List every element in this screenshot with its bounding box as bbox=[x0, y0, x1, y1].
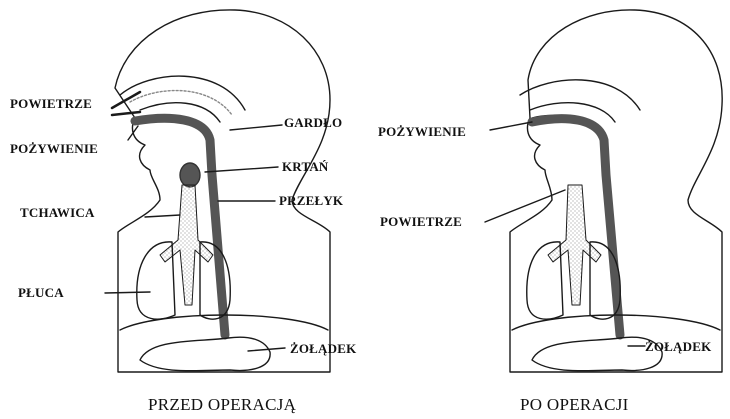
right-palate bbox=[520, 80, 640, 110]
label-left-powietrze: POWIETRZE bbox=[10, 96, 92, 112]
left-trachea bbox=[160, 185, 213, 305]
label-left-pozywienie: POŻYWIENIE bbox=[10, 141, 98, 157]
label-right-pozywienie: POŻYWIENIE bbox=[378, 124, 466, 140]
label-right-zoladek: ŻOŁĄDEK bbox=[645, 339, 711, 355]
right-figure-drawing bbox=[485, 10, 722, 372]
label-left-zoladek: ŻOŁĄDEK bbox=[290, 341, 356, 357]
right-trachea bbox=[548, 185, 601, 305]
left-larynx bbox=[180, 163, 200, 187]
left-figure-drawing bbox=[105, 10, 330, 372]
label-left-przelyk: PRZEŁYK bbox=[279, 193, 343, 209]
label-left-tchawica: TCHAWICA bbox=[20, 205, 95, 221]
right-stomach bbox=[532, 337, 662, 371]
label-left-gardlo: GARDŁO bbox=[284, 115, 342, 131]
left-stomach bbox=[140, 337, 270, 371]
label-left-krtan: KRTAŃ bbox=[282, 159, 329, 175]
label-left-pluca: PŁUCA bbox=[18, 285, 64, 301]
caption-before-surgery: PRZED OPERACJĄ bbox=[148, 395, 296, 415]
caption-after-surgery: PO OPERACJI bbox=[520, 395, 629, 415]
label-right-powietrze: POWIETRZE bbox=[380, 214, 462, 230]
